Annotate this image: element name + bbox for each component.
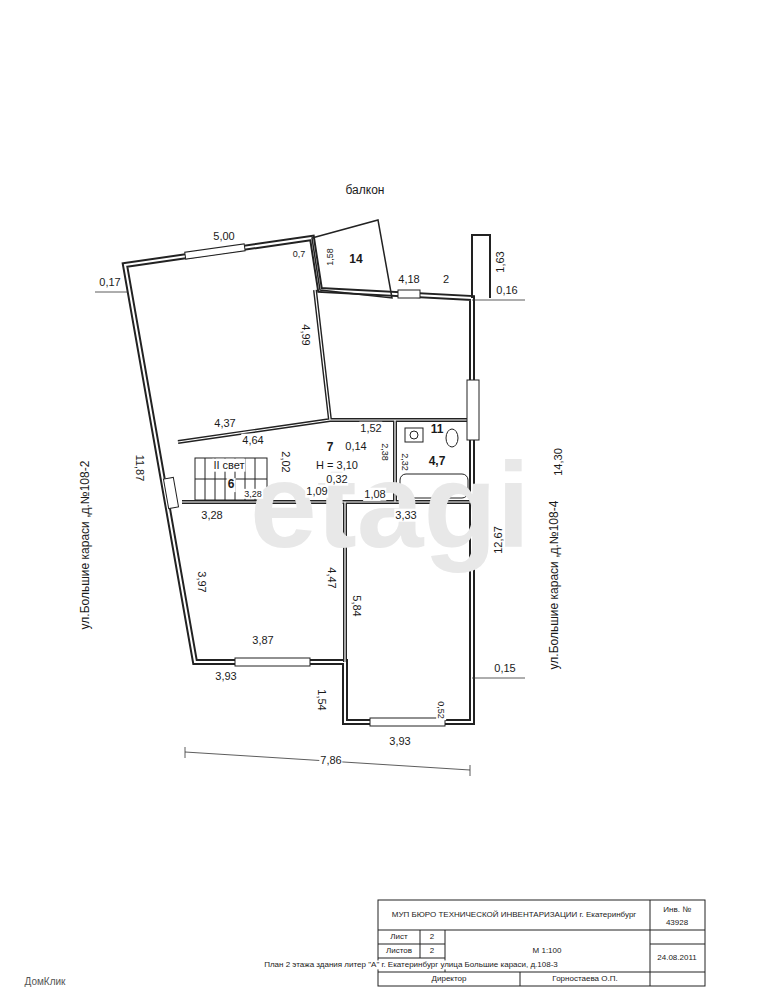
dimension-label: 0,16 (495, 284, 518, 297)
street-label: ул.Большие караси ,д.№108-2 (79, 460, 93, 631)
dimension-label: 4,37 (213, 417, 236, 430)
dimension-label: 4,99 (300, 323, 313, 346)
title-block (378, 900, 705, 986)
dimension-label: 2 (442, 273, 450, 286)
dimension-label: 0,32 (325, 473, 348, 486)
street-label: ул.Большие караси ,д.№108-4 (548, 500, 562, 671)
balcony-outline (312, 220, 392, 298)
title-block-cell: 2 (429, 932, 435, 941)
ceiling-height: Н = 3,10 (315, 459, 359, 472)
dimension-label: 0,7 (292, 249, 307, 259)
room-number: 7 (326, 441, 335, 455)
dimension-label: 0,14 (344, 440, 367, 453)
dimension-label: 3,33 (394, 509, 417, 522)
title-block-cell: Горностаева О.П. (551, 974, 618, 983)
dimension-label: 5,00 (212, 230, 235, 243)
dimension-label: 3,93 (388, 735, 411, 748)
dimension-label: 1,63 (494, 250, 507, 273)
dimension-label: 14,30 (552, 447, 565, 477)
title-block-cell: Директор (431, 974, 468, 983)
dimension-label: 1,58 (325, 247, 335, 267)
dimension-label: 1,09 (305, 485, 328, 498)
dimension-label: 2,38 (380, 442, 390, 462)
title-block-cell: МУП БЮРО ТЕХНИЧЕСКОЙ ИНВЕНТАРИЗАЦИИ г. Е… (388, 910, 640, 919)
title-block-cell: 24.08.2011 (656, 953, 697, 962)
dimension-label: 7,86 (319, 754, 342, 767)
room-number: 6 (227, 478, 236, 492)
room-number: 14 (348, 253, 363, 267)
dimension-label: 3,87 (251, 634, 274, 647)
stair-note: II свет (212, 459, 245, 472)
dimension-label: 2,32 (400, 452, 410, 472)
title-block-cell: 2 (429, 946, 435, 955)
title-block-cell: План 2 этажа здания литер "А" г. Екатери… (263, 960, 559, 969)
dimension-label: 4,18 (397, 273, 420, 286)
dimension-label: 1,52 (359, 422, 382, 435)
title-block-cell: 43928 (665, 918, 689, 927)
dimension-label: 1,54 (316, 688, 329, 711)
dimension-label: 3,28 (200, 509, 223, 522)
balcony-label: балкон (345, 184, 386, 198)
dimension-label: 0,52 (436, 700, 446, 720)
dimension-label: 3,93 (214, 670, 237, 683)
dimension-label: 11,87 (134, 454, 147, 483)
dimension-label: 2,02 (280, 450, 293, 473)
room-number: 11 (430, 423, 445, 437)
dimension-label: 1,08 (363, 488, 386, 501)
dimension-label: 0,15 (493, 662, 516, 675)
room-area: 4,7 (428, 455, 447, 469)
dimension-label: 5,84 (351, 594, 364, 617)
title-block-cell: Инв. № (662, 905, 691, 914)
title-block-cell: М 1:100 (451, 946, 643, 955)
dimension-label: 0,17 (98, 276, 121, 289)
dimension-label: 4,64 (241, 434, 264, 447)
title-block-cell: Листов (385, 946, 413, 955)
title-block-cell: Лист (389, 932, 408, 941)
dimension-label: 3,28 (243, 489, 263, 499)
dimension-label: 4,47 (326, 566, 339, 589)
dimension-label: 12,67 (492, 525, 505, 555)
source-watermark: ДомКлик (24, 976, 67, 988)
dimension-label: 3,97 (196, 570, 209, 593)
